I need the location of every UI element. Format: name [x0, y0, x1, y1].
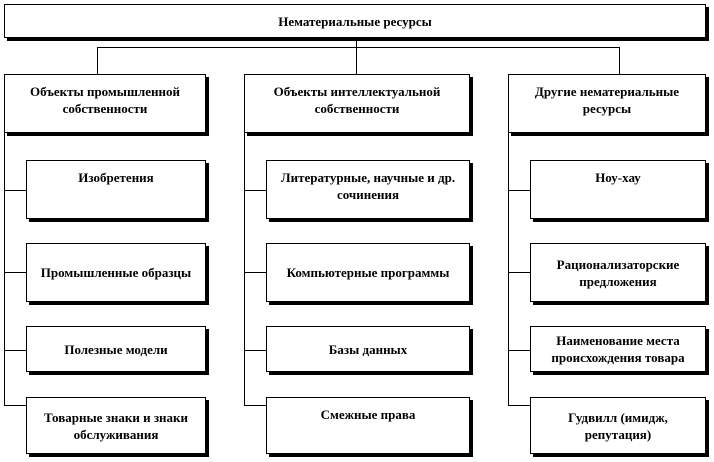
col3-branch-1: [508, 190, 530, 191]
root-node: Нематериальные ресурсы: [4, 4, 706, 38]
root-stem: [356, 37, 357, 47]
col1-item-4: Товарные знаки и знаки обслуживания: [26, 397, 206, 454]
col3-branch-2: [508, 272, 530, 273]
col3-branch-4: [508, 405, 530, 406]
col3-header: Другие нематериальные ресурсы: [508, 74, 706, 133]
col3-branch-3: [508, 350, 530, 351]
col2-item-2-label: Компьютерные программы: [286, 265, 450, 280]
col2-item-3-label: Базы данных: [328, 341, 408, 357]
col1-branch-3: [4, 350, 26, 351]
col1-spine: [4, 132, 5, 406]
col3-item-1: Ноу-хау: [530, 160, 706, 219]
col1-item-2-label: Промышленные образцы: [40, 265, 192, 280]
col2-header: Объекты интеллектуальной собственности: [244, 74, 470, 133]
col1-header: Объекты промышленной собственности: [4, 74, 206, 133]
col2-item-3: Базы данных: [266, 326, 470, 372]
col1-branch-2: [4, 272, 26, 273]
col1-item-3-label: Полезные модели: [64, 341, 168, 357]
col1-branch-1: [4, 190, 26, 191]
col1-item-2: Промышленные образцы: [26, 243, 206, 302]
col1-branch-4: [4, 405, 26, 406]
col3-spine: [508, 132, 509, 406]
col2-branch-3: [244, 350, 266, 351]
col3-drop: [619, 47, 620, 74]
col3-item-3: Наименование места происхождения товара: [530, 326, 706, 372]
col2-item-4: Смежные права: [266, 397, 470, 454]
col3-item-2: Рационализаторские предложения: [530, 243, 706, 302]
col1-item-1-label: Изобретения: [78, 170, 154, 185]
col1-item-1: Изобретения: [26, 160, 206, 219]
col2-spine: [244, 132, 245, 406]
col3-item-4: Гудвилл (имидж, репутация): [530, 397, 706, 454]
col1-drop: [97, 47, 98, 74]
col2-drop: [356, 47, 357, 74]
col1-item-3: Полезные модели: [26, 326, 206, 372]
col2-branch-4: [244, 405, 266, 406]
horizontal-bus: [97, 47, 619, 48]
col2-item-1-label: Литературные, научные и др. сочинения: [280, 170, 456, 202]
col3-item-3-label: Наименование места происхождения товара: [551, 333, 685, 365]
col2-item-1: Литературные, научные и др. сочинения: [266, 160, 470, 219]
col3-item-4-label: Гудвилл (имидж, репутация): [568, 409, 668, 442]
col1-item-4-label: Товарные знаки и знаки обслуживания: [43, 409, 189, 442]
col2-item-2: Компьютерные программы: [266, 243, 470, 302]
col3-item-1-label: Ноу-хау: [595, 170, 641, 185]
col2-item-4-label: Смежные права: [320, 407, 416, 422]
col3-item-2-label: Рационализаторские предложения: [556, 256, 680, 289]
root-label: Нематериальные ресурсы: [278, 13, 432, 29]
col2-header-label: Объекты интеллектуальной собственности: [273, 84, 441, 116]
col3-header-label: Другие нематериальные ресурсы: [534, 84, 680, 116]
col2-branch-2: [244, 272, 266, 273]
col1-header-label: Объекты промышленной собственности: [30, 84, 180, 116]
col2-branch-1: [244, 190, 266, 191]
